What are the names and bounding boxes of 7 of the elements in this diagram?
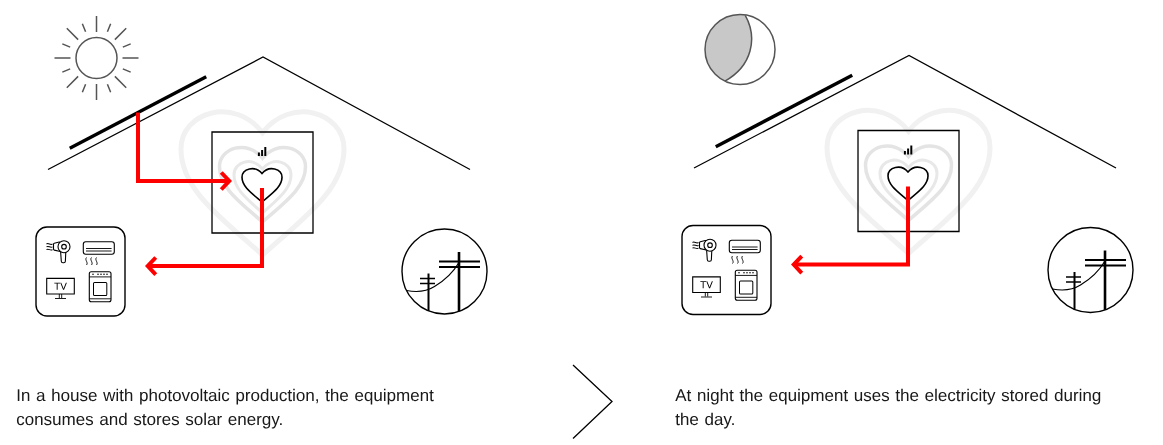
arrow (145, 188, 264, 276)
solar-panel (69, 75, 207, 150)
solar-panel (715, 73, 854, 149)
arrow (136, 112, 232, 191)
caption-text: At night the equipment uses the electricity stored during the day. (675, 388, 1101, 429)
arrow (791, 186, 910, 275)
caption-text: In a house with photovoltaic production, the equipment consumes and stores solar energy. (16, 388, 434, 429)
